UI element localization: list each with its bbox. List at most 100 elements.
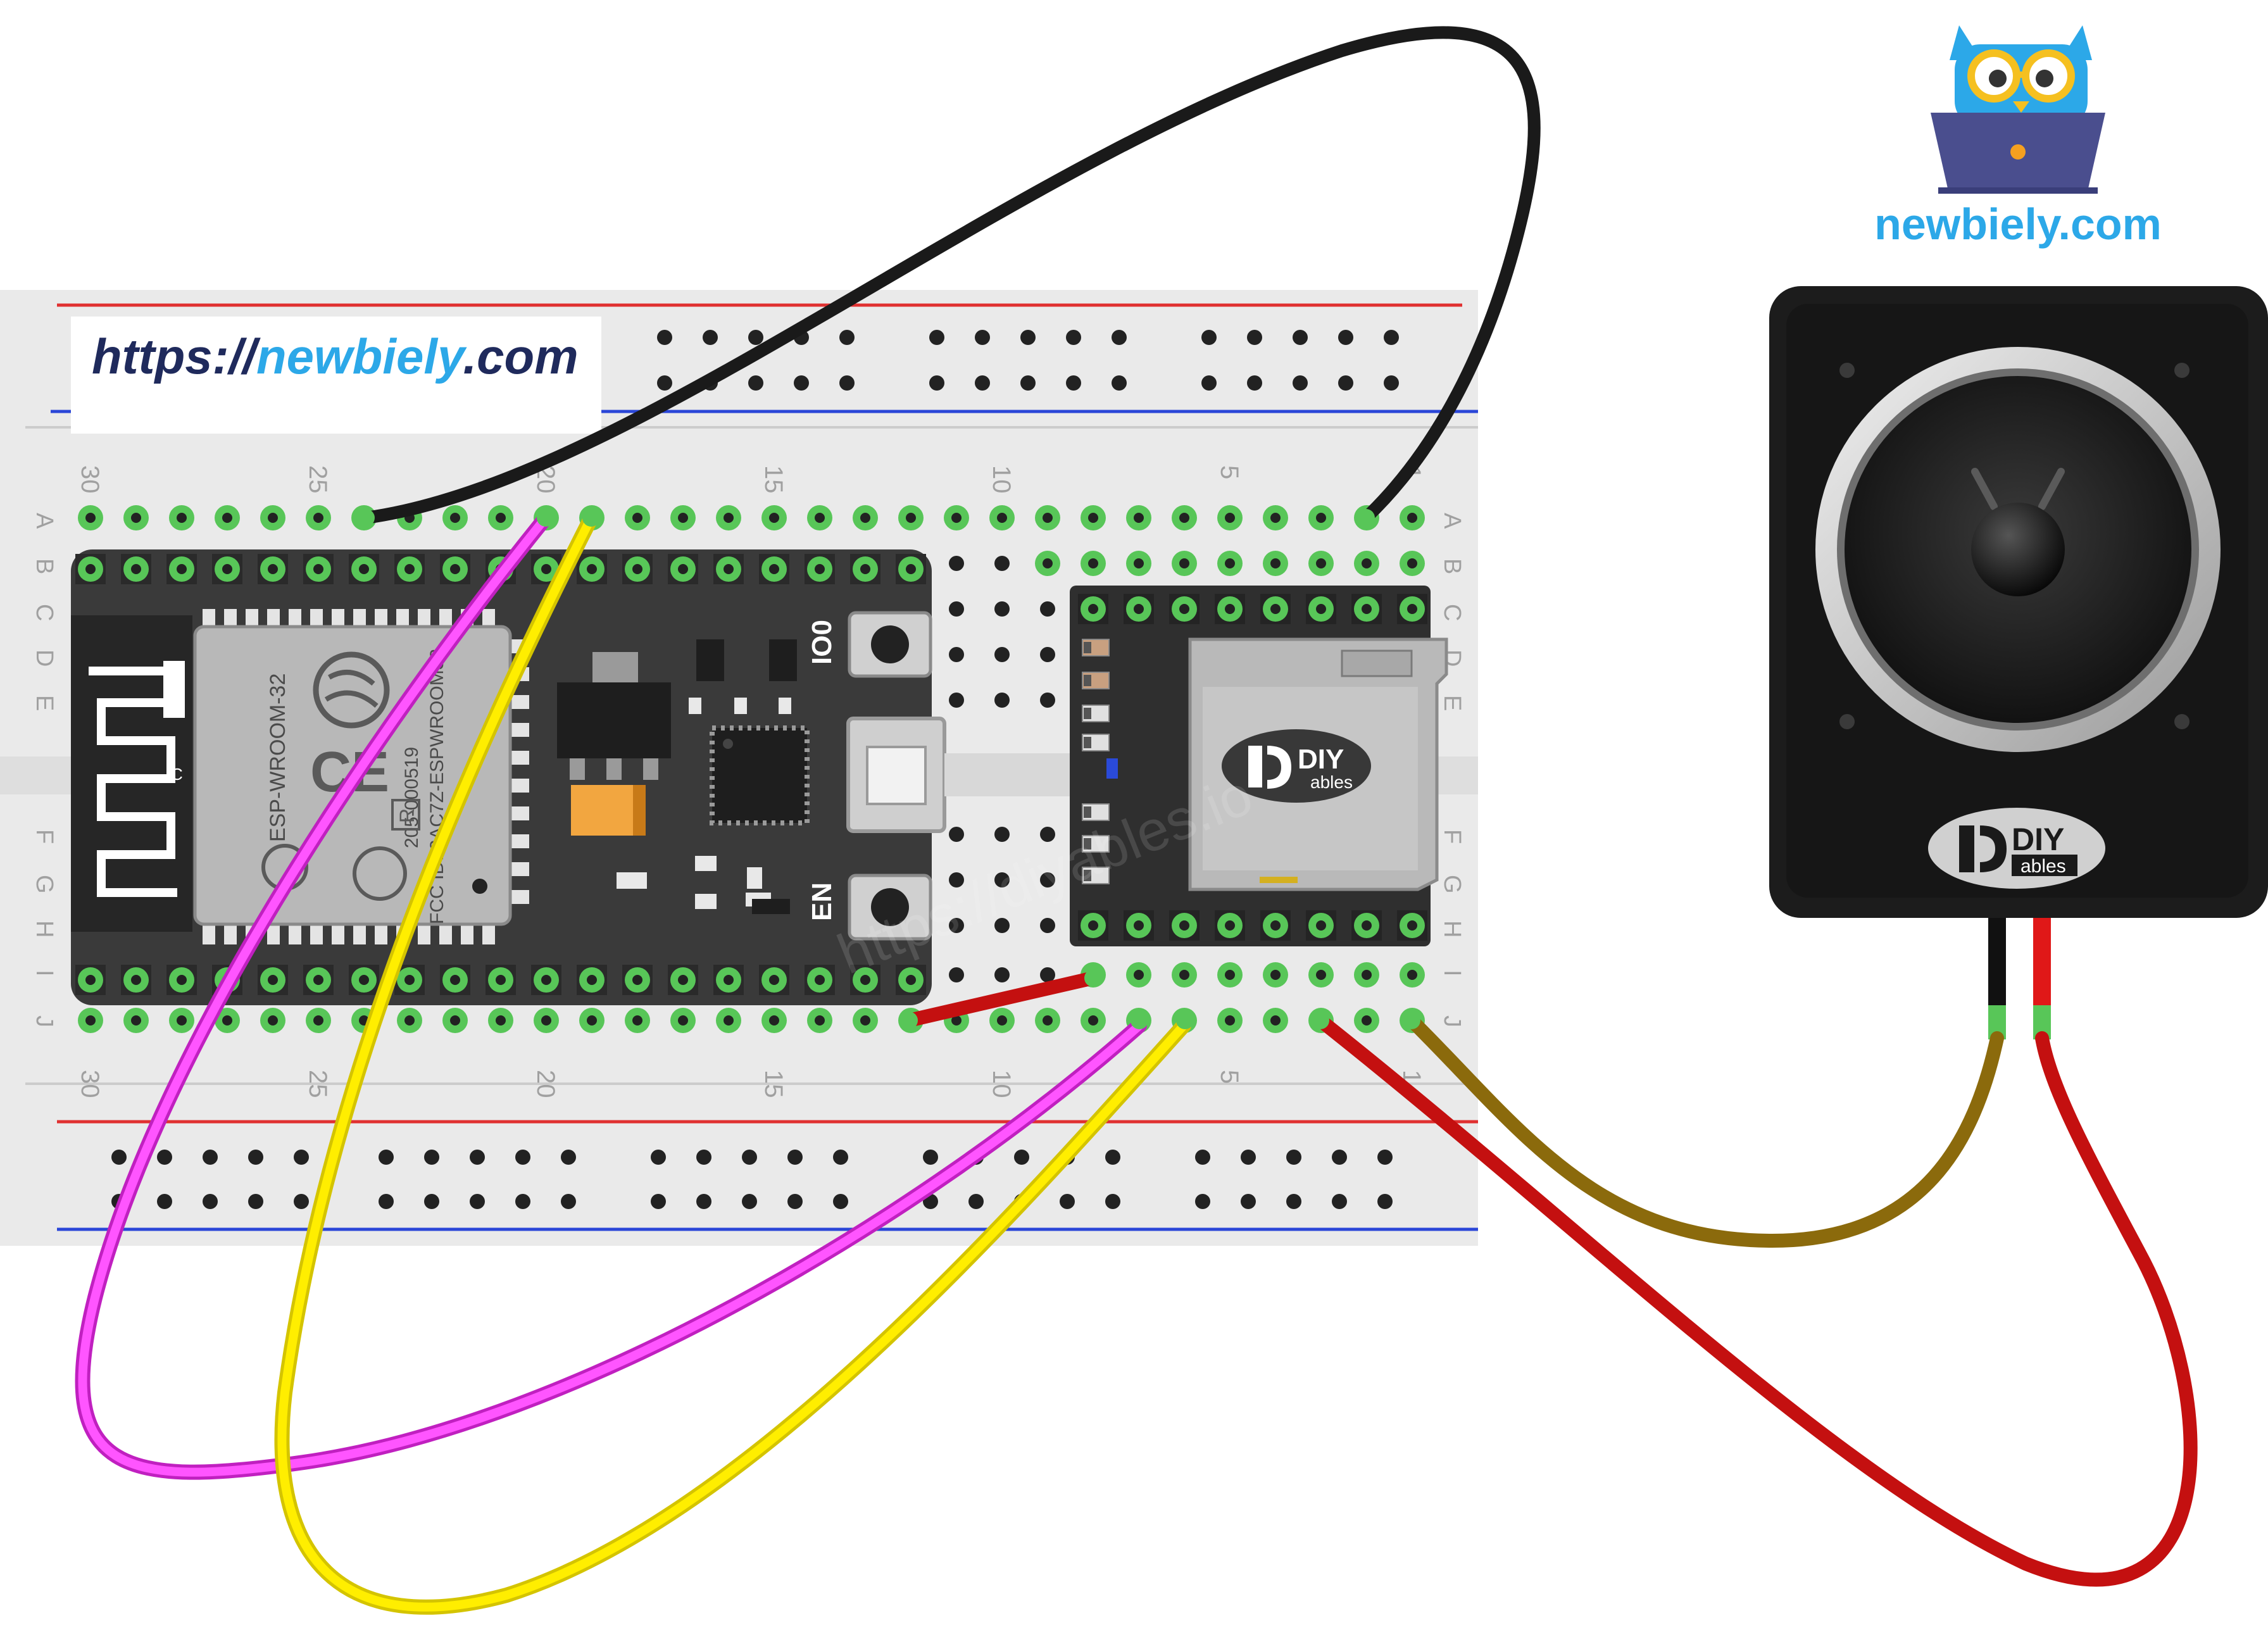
- esp32-pin-hole: [496, 975, 506, 985]
- io0-label-text: IO0: [806, 620, 837, 665]
- pin1-dot: [472, 879, 487, 894]
- power-rail-hole: [515, 1194, 530, 1209]
- power-rail-hole: [1020, 375, 1036, 391]
- esp32-pin-hole: [769, 975, 779, 985]
- antenna-trace: [89, 667, 177, 897]
- power-rail-hole: [424, 1150, 439, 1165]
- laptop-base: [1938, 187, 2098, 194]
- esp32-pin-hole: [404, 564, 415, 574]
- breadboard-hole: [1040, 601, 1055, 617]
- mp3-pin-hole: [1270, 604, 1281, 614]
- wire-end-magenta-a: [537, 509, 554, 527]
- esp32-pin-hole: [541, 564, 551, 574]
- column-number-label: 30: [76, 1070, 104, 1098]
- module-pad: [332, 925, 344, 944]
- power-rail-hole: [833, 1194, 848, 1209]
- speaker-cone-notch-left: [1971, 468, 1998, 510]
- esp32-pin-hole: [450, 564, 460, 574]
- row-letter-text: E: [31, 695, 58, 711]
- breadboard-hole: [994, 647, 1010, 662]
- power-rail-hole: [968, 1194, 984, 1209]
- breadboard-hole-center: [724, 1015, 734, 1025]
- power-rail-hole: [1377, 1194, 1393, 1209]
- module-pad: [510, 751, 529, 765]
- io0-label: IO0: [806, 620, 837, 665]
- module-pad: [224, 925, 237, 944]
- speaker-logo-dj-icon: [1959, 825, 2007, 872]
- module-pad: [246, 609, 258, 628]
- module-pad: [310, 609, 323, 628]
- mp3-pin-hole: [1270, 920, 1281, 931]
- mp3-smd-part-end: [1084, 838, 1091, 850]
- breadboard-hole-center: [1407, 513, 1417, 523]
- breadboard-hole-center: [860, 1015, 870, 1025]
- mp3-pin-hole: [1134, 604, 1144, 614]
- column-number-text: 15: [760, 465, 787, 494]
- newbiely-logo: newbiely.com: [1874, 25, 2162, 249]
- module-pad: [510, 890, 529, 904]
- cert-text: 205-000519: [401, 747, 422, 848]
- row-letter-text: H: [1439, 920, 1465, 938]
- mp3-pin-hole: [1362, 920, 1372, 931]
- breadboard-hole-center: [769, 1015, 779, 1025]
- esp32-pin-hole: [313, 975, 323, 985]
- io0-button-cap: [871, 625, 909, 663]
- breadboard-hole-center: [1270, 1015, 1281, 1025]
- breadboard-hole: [949, 601, 964, 617]
- power-rail-hole: [1195, 1194, 1210, 1209]
- module-pad: [510, 834, 529, 848]
- ldo-regulator: [557, 682, 671, 758]
- power-rail-hole: [1247, 330, 1262, 345]
- breadboard-hole-center: [1362, 1015, 1372, 1025]
- esp32-pin-hole: [587, 975, 597, 985]
- tantalum-capacitor-band: [633, 785, 646, 836]
- breadboard-hole: [1040, 693, 1055, 708]
- breadboard-hole: [949, 918, 964, 933]
- speaker-screw-tr: [2174, 363, 2190, 378]
- module-pad: [418, 925, 430, 944]
- esp32-pin-hole: [359, 975, 369, 985]
- micro-usb-port: [866, 746, 927, 805]
- breadboard-hole: [949, 556, 964, 571]
- mp3-pin-hole: [1225, 920, 1235, 931]
- mp3-diyables-logo: DIY ables: [1222, 729, 1371, 803]
- power-rail-hole: [1066, 375, 1081, 391]
- esp32-pin-hole: [724, 564, 734, 574]
- breadboard-hole-center: [313, 513, 323, 523]
- smd-part-1: [689, 698, 701, 714]
- module-pad: [418, 609, 430, 628]
- esp32-pin-hole: [678, 564, 688, 574]
- breadboard-hole-center: [906, 513, 916, 523]
- antenna-chip: [163, 661, 185, 718]
- module-pad: [510, 806, 529, 820]
- speaker-screw-tl: [1839, 363, 1855, 378]
- power-rail-hole: [157, 1150, 172, 1165]
- breadboard-hole-center: [177, 1015, 187, 1025]
- mp3-smd-part-end: [1084, 870, 1091, 881]
- power-rail-hole: [1286, 1150, 1301, 1165]
- column-number-text: 20: [532, 1070, 560, 1098]
- module-pad: [353, 609, 366, 628]
- sd-spring-clip: [1341, 649, 1413, 677]
- power-rail-hole: [1286, 1194, 1301, 1209]
- wire-black-gnd: [360, 26, 1541, 524]
- column-number-label: 10: [987, 1070, 1015, 1098]
- breadboard-hole-center: [678, 513, 688, 523]
- power-rail-hole: [561, 1150, 576, 1165]
- breadboard-hole: [949, 967, 964, 982]
- power-rail-hole: [787, 1194, 803, 1209]
- module-pad: [510, 779, 529, 793]
- esp32-pin-hole: [313, 564, 323, 574]
- mp3-pin-hole: [1179, 920, 1189, 931]
- en-button[interactable]: [848, 874, 932, 941]
- power-rail-hole: [1066, 330, 1081, 345]
- wire-end-black-a: [357, 509, 375, 527]
- module-pad: [203, 925, 215, 944]
- power-rail-hole: [651, 1150, 666, 1165]
- breadboard-hole-center: [769, 513, 779, 523]
- power-rail-hole: [1195, 1150, 1210, 1165]
- mp3-pin-hole: [1225, 604, 1235, 614]
- esp32-pin-hole: [131, 564, 141, 574]
- row-letter-label: I: [31, 970, 58, 977]
- io0-button[interactable]: [848, 611, 932, 678]
